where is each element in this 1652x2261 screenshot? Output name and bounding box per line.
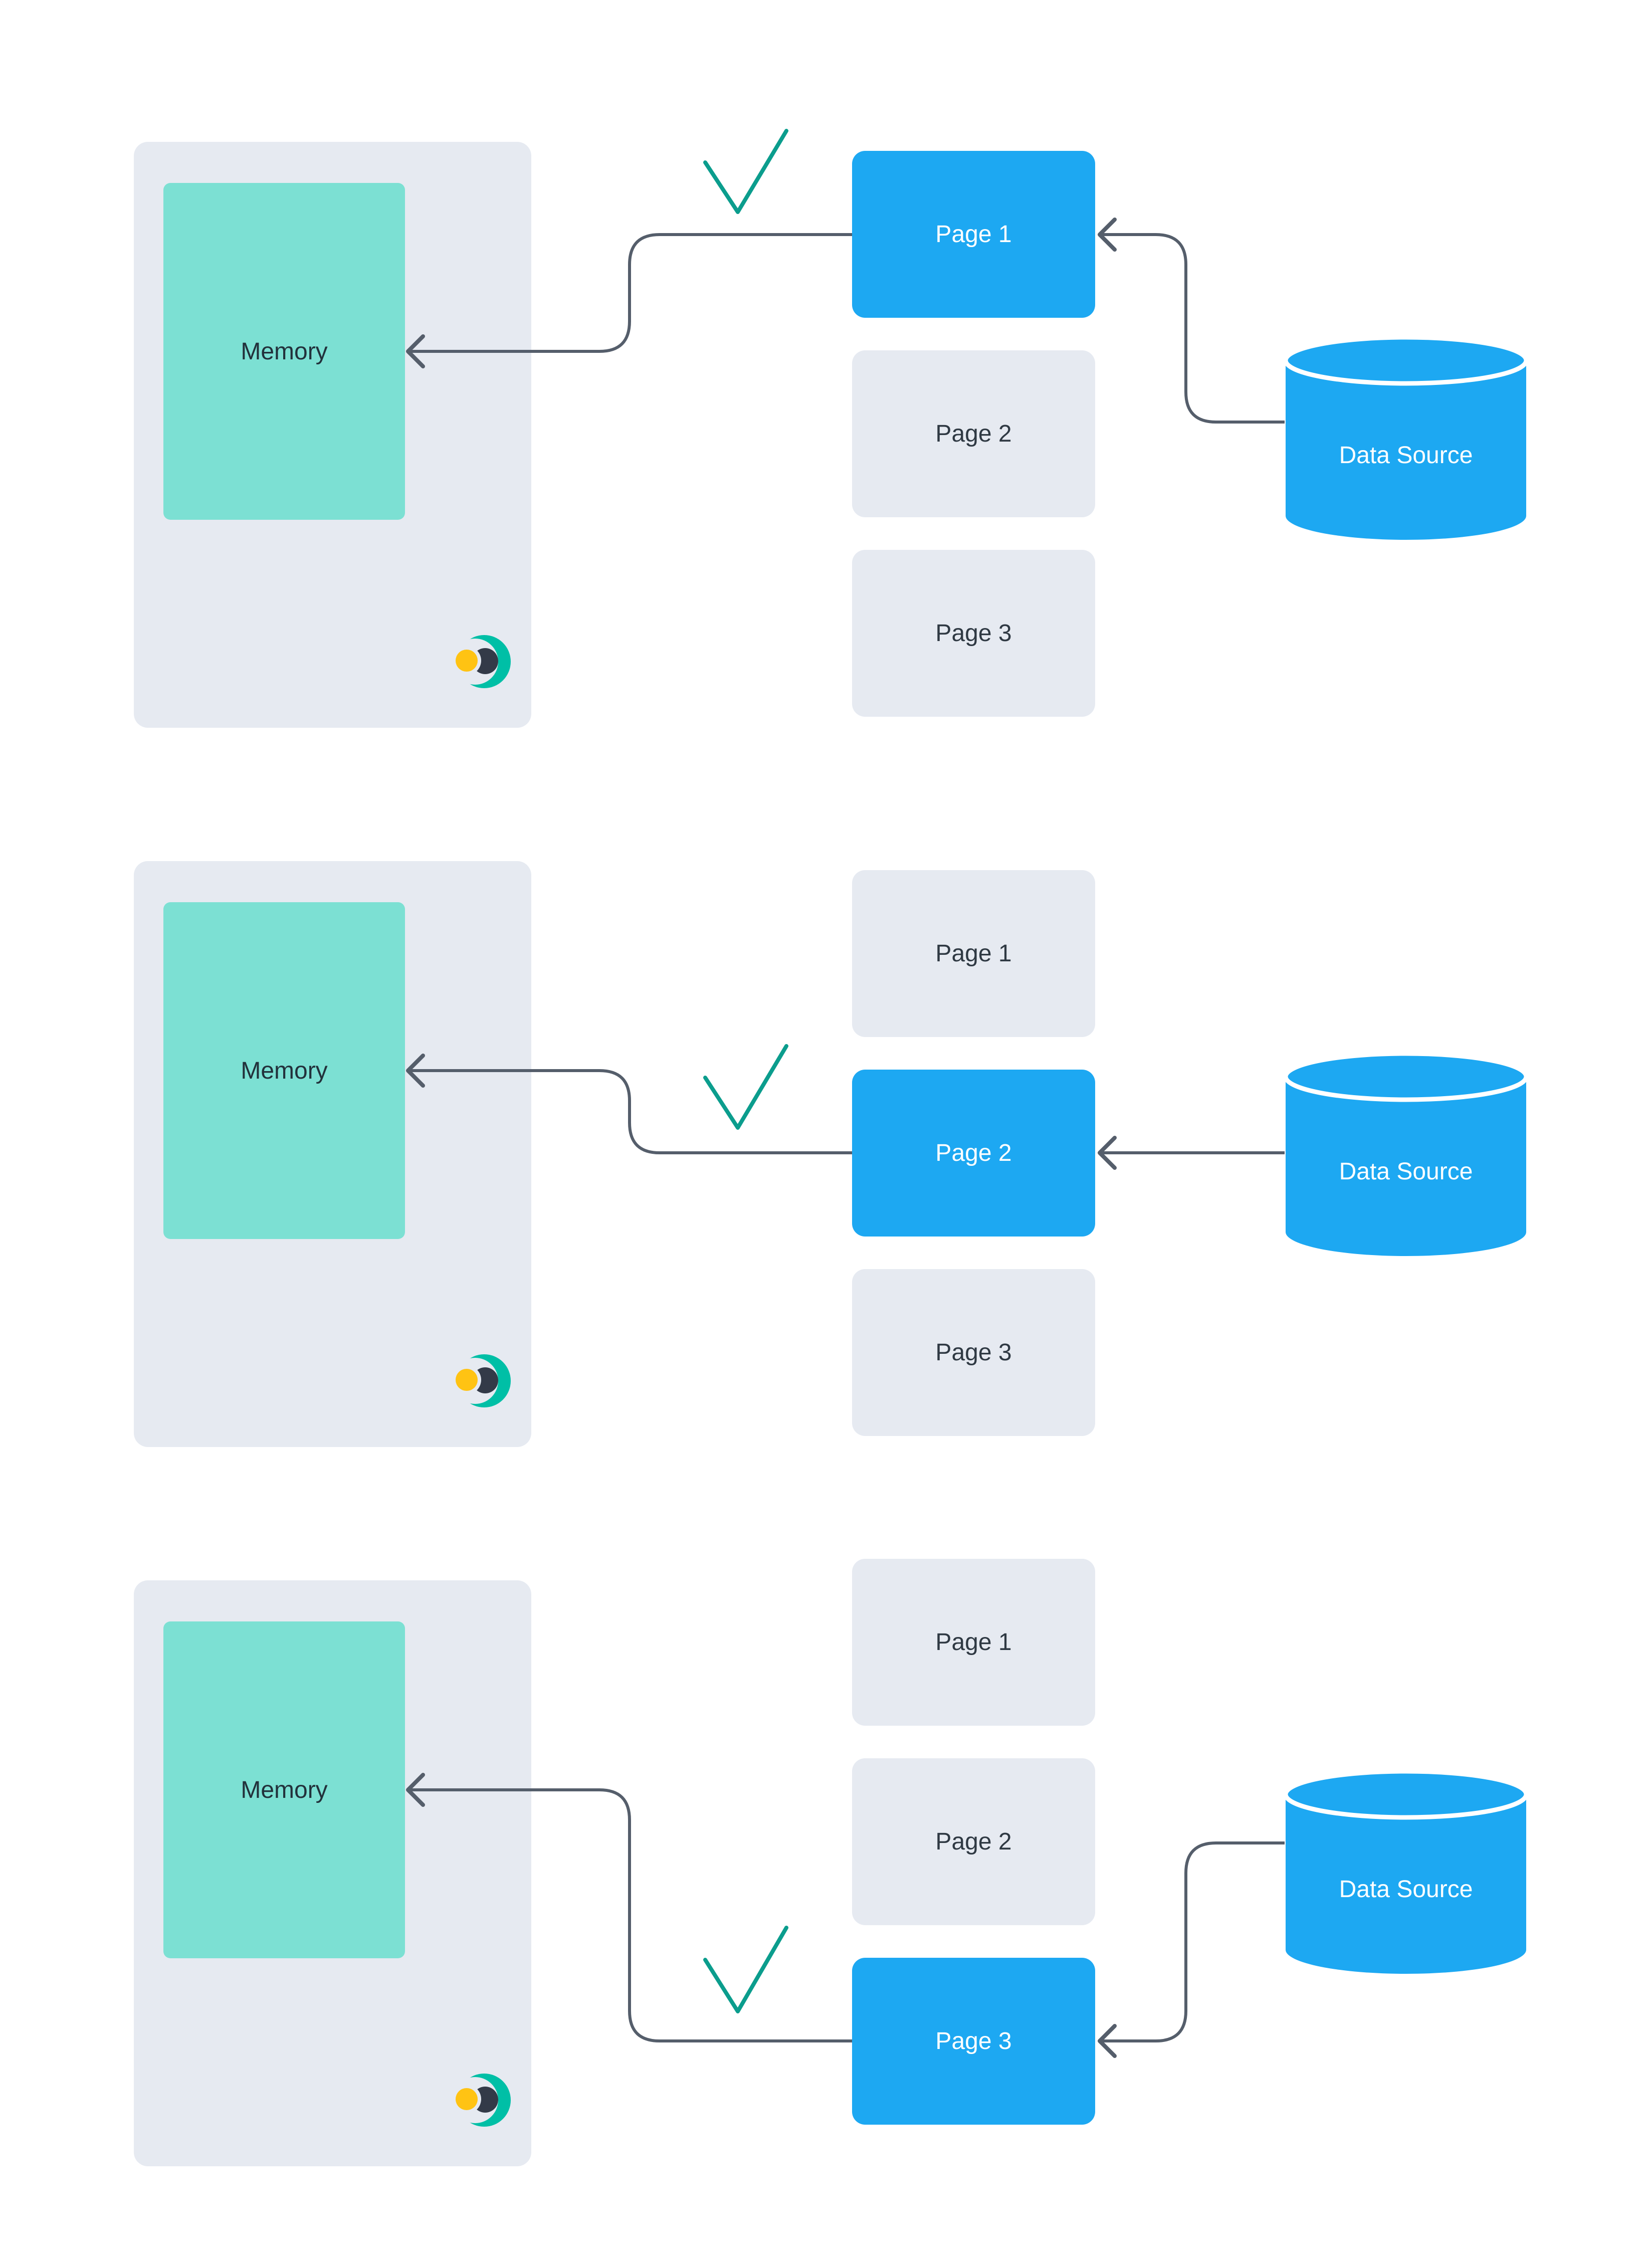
checkmark-icon	[703, 1926, 788, 2013]
page-label: Page 1	[935, 221, 1012, 248]
data-source-label: Data Source	[1339, 1876, 1473, 1903]
brand-eye-logo-icon	[454, 635, 511, 688]
page-box-active: Page 3	[852, 1958, 1095, 2125]
page-box-active: Page 2	[852, 1070, 1095, 1237]
checkmark-icon	[703, 1044, 788, 1130]
page-label: Page 3	[935, 2028, 1012, 2054]
page-label: Page 2	[935, 421, 1012, 447]
page-label: Page 2	[935, 1140, 1012, 1166]
page-label: Page 3	[935, 620, 1012, 647]
brand-eye-logo-icon	[454, 1354, 511, 1407]
page-box: Page 1	[852, 870, 1095, 1037]
page-label: Page 2	[935, 1828, 1012, 1855]
database-cylinder-icon	[1285, 335, 1527, 540]
arrow-left-icon	[1098, 1136, 1117, 1170]
arrow-datasource-to-page	[1102, 233, 1285, 424]
page-box-active: Page 1	[852, 151, 1095, 318]
page-box: Page 2	[852, 1758, 1095, 1925]
page-label: Page 1	[935, 940, 1012, 967]
database-cylinder-icon	[1285, 1052, 1527, 1256]
arrow-datasource-to-page	[1102, 1841, 1285, 2042]
page-box: Page 3	[852, 550, 1095, 717]
page-box: Page 1	[852, 1559, 1095, 1726]
page-box: Page 3	[852, 1269, 1095, 1436]
page-label: Page 1	[935, 1629, 1012, 1656]
database-cylinder-icon	[1285, 1769, 1527, 1974]
memory-box: Memory	[163, 1621, 405, 1958]
page-label: Page 3	[935, 1339, 1012, 1366]
memory-label: Memory	[241, 1776, 328, 1803]
memory-box: Memory	[163, 183, 405, 520]
page-box: Page 2	[852, 350, 1095, 517]
checkmark-icon	[703, 129, 788, 214]
data-source-label: Data Source	[1339, 442, 1473, 469]
memory-label: Memory	[241, 1057, 328, 1084]
arrow-left-icon	[1098, 218, 1117, 252]
data-source-label: Data Source	[1339, 1158, 1473, 1185]
memory-box: Memory	[163, 902, 405, 1239]
arrow-left-icon	[1098, 2024, 1117, 2058]
memory-label: Memory	[241, 338, 328, 365]
brand-eye-logo-icon	[454, 2074, 511, 2127]
